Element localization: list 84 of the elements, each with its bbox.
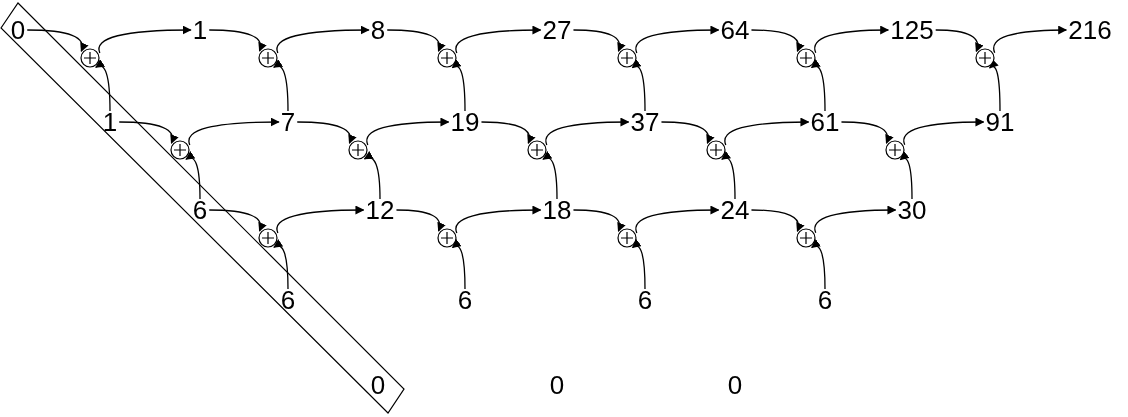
arrow [660, 121, 714, 145]
arrow [935, 29, 983, 53]
arrow [273, 59, 289, 112]
adder-circle [437, 48, 457, 68]
arrow [208, 29, 267, 52]
adder-circle [975, 48, 995, 68]
arrow [118, 121, 178, 144]
number-label: 6 [457, 287, 473, 313]
adder-circle [170, 140, 190, 160]
arrow [395, 209, 446, 232]
adder-circle [617, 228, 637, 248]
arrow [208, 209, 267, 232]
arrow [993, 25, 1068, 54]
adder-circle [796, 228, 816, 248]
number-label: 6 [192, 197, 208, 223]
adder-circle [437, 228, 457, 248]
arrow [721, 151, 736, 200]
arrow [451, 239, 466, 290]
adder-circle [885, 140, 905, 160]
adder-circle [527, 140, 547, 160]
arrow [455, 25, 542, 54]
number-label: 6 [817, 287, 833, 313]
arrow [635, 205, 720, 234]
arrow [810, 239, 826, 290]
arrow [724, 117, 810, 146]
adder-circle [80, 48, 100, 68]
number-label: 0 [370, 372, 386, 398]
arrow [814, 205, 897, 234]
arrow [814, 25, 890, 54]
adder-circle [796, 48, 816, 68]
adder-circle [258, 48, 278, 68]
adder-circle [617, 48, 637, 68]
arrow [366, 117, 450, 146]
arrow [480, 121, 535, 145]
arrow [185, 151, 201, 200]
number-label: 12 [365, 197, 395, 223]
arrow [899, 151, 913, 200]
arrow [631, 59, 646, 112]
number-label: 125 [890, 17, 934, 43]
number-label: 7 [280, 109, 296, 135]
arrow [95, 59, 111, 112]
adder-circle [348, 140, 368, 160]
arrow [810, 59, 826, 112]
arrow [988, 59, 1001, 112]
number-label: 216 [1068, 17, 1112, 43]
arrow [572, 29, 626, 52]
number-label: 37 [630, 109, 660, 135]
number-label: 18 [542, 197, 572, 223]
number-label: 0 [549, 372, 565, 398]
number-label: 1 [192, 17, 208, 43]
arrow [572, 209, 626, 232]
arrow [545, 117, 630, 146]
arrow [903, 117, 985, 146]
number-label: 0 [727, 372, 743, 398]
number-label: 6 [637, 287, 653, 313]
number-label: 8 [370, 17, 386, 43]
arrow [631, 239, 646, 290]
number-label: 61 [810, 109, 840, 135]
number-label: 24 [720, 197, 750, 223]
arrow [276, 25, 370, 54]
number-label: 0 [10, 17, 26, 43]
arrow [840, 121, 894, 144]
arrow [276, 205, 365, 234]
arrow [635, 25, 720, 54]
arrow [542, 151, 558, 200]
number-label: 64 [720, 17, 750, 43]
number-label: 1 [102, 109, 118, 135]
number-label: 27 [542, 17, 572, 43]
arrow [451, 59, 466, 112]
arrow [455, 205, 542, 234]
arrow [98, 25, 192, 54]
arrow [188, 117, 280, 146]
adder-circle [258, 228, 278, 248]
arrow [750, 209, 804, 233]
arrow [750, 29, 804, 53]
arrow [386, 29, 445, 52]
number-label: 30 [897, 197, 927, 223]
adder-circle [706, 140, 726, 160]
arrow [296, 121, 356, 144]
number-label: 19 [450, 109, 480, 135]
number-label: 91 [985, 109, 1015, 135]
arrow [273, 239, 289, 290]
number-label: 6 [280, 287, 296, 313]
arrow [363, 151, 381, 200]
